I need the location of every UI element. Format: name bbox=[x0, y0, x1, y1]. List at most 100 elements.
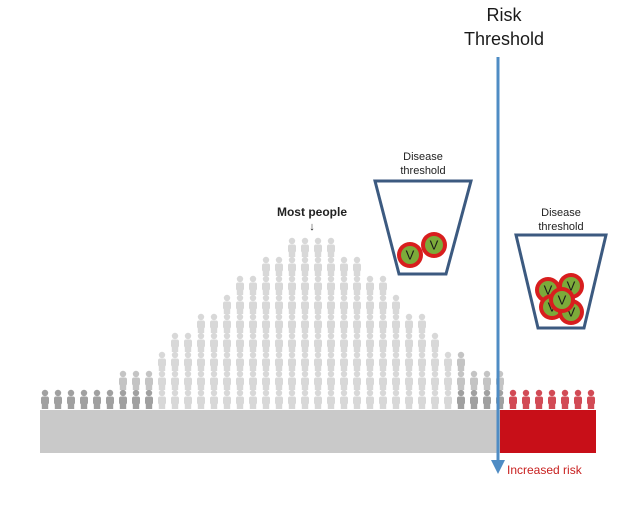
person-icon bbox=[275, 370, 283, 390]
person-icon bbox=[392, 294, 400, 314]
population-base-increased-risk bbox=[500, 410, 596, 453]
person-icon bbox=[275, 389, 283, 409]
person-icon bbox=[327, 351, 335, 371]
person-icon bbox=[275, 351, 283, 371]
person-icon bbox=[353, 294, 361, 314]
person-icon bbox=[223, 294, 231, 314]
person-icon bbox=[249, 370, 257, 390]
person-icon bbox=[314, 275, 322, 295]
person-icon bbox=[379, 351, 387, 371]
person-icon bbox=[158, 370, 166, 390]
person-icon bbox=[561, 389, 569, 409]
person-icon bbox=[379, 294, 387, 314]
person-icon bbox=[444, 351, 452, 371]
person-icon bbox=[145, 370, 153, 390]
person-icon bbox=[327, 256, 335, 276]
person-icon bbox=[132, 370, 140, 390]
person-icon bbox=[184, 370, 192, 390]
person-icon bbox=[158, 351, 166, 371]
person-icon bbox=[483, 370, 491, 390]
person-icon bbox=[340, 275, 348, 295]
person-icon bbox=[314, 294, 322, 314]
person-icon bbox=[366, 313, 374, 333]
person-icon bbox=[210, 313, 218, 333]
person-icon bbox=[301, 351, 309, 371]
person-icon bbox=[262, 275, 270, 295]
person-icon bbox=[405, 370, 413, 390]
svg-text:V: V bbox=[567, 279, 576, 294]
risk-threshold-label: Risk Threshold bbox=[452, 3, 556, 51]
person-icon bbox=[405, 351, 413, 371]
person-icon bbox=[119, 370, 127, 390]
cup-2-label-line1: Disease bbox=[541, 207, 581, 219]
person-icon bbox=[405, 313, 413, 333]
person-icon bbox=[314, 256, 322, 276]
person-icon bbox=[522, 389, 530, 409]
person-icon bbox=[314, 237, 322, 257]
cup-1-label: Disease threshold bbox=[388, 150, 458, 178]
risk-threshold-arrow-icon bbox=[491, 460, 505, 474]
person-icon bbox=[288, 237, 296, 257]
person-icon bbox=[132, 389, 140, 409]
person-icon bbox=[392, 313, 400, 333]
person-icon bbox=[210, 370, 218, 390]
person-icon bbox=[184, 389, 192, 409]
person-icon bbox=[366, 370, 374, 390]
person-icon bbox=[262, 294, 270, 314]
person-icon bbox=[288, 275, 296, 295]
person-icon bbox=[457, 389, 465, 409]
person-icon bbox=[392, 370, 400, 390]
person-icon bbox=[249, 275, 257, 295]
person-icon bbox=[288, 389, 296, 409]
person-icon bbox=[327, 389, 335, 409]
person-icon bbox=[470, 389, 478, 409]
person-icon bbox=[106, 389, 114, 409]
person-icon bbox=[210, 389, 218, 409]
person-icon bbox=[379, 313, 387, 333]
person-icon bbox=[457, 351, 465, 371]
person-icon bbox=[197, 313, 205, 333]
person-icon bbox=[197, 351, 205, 371]
person-icon bbox=[288, 351, 296, 371]
person-icon bbox=[249, 351, 257, 371]
population-base-normal bbox=[40, 410, 500, 453]
person-icon bbox=[353, 389, 361, 409]
person-icon bbox=[353, 313, 361, 333]
person-icon bbox=[327, 237, 335, 257]
person-icon bbox=[431, 351, 439, 371]
person-icon bbox=[249, 294, 257, 314]
person-icon bbox=[262, 351, 270, 371]
person-icon bbox=[379, 332, 387, 352]
person-icon bbox=[236, 294, 244, 314]
risk-threshold-line1: Risk bbox=[486, 5, 522, 25]
person-icon bbox=[171, 332, 179, 352]
risk-threshold-line2: Threshold bbox=[463, 29, 545, 49]
person-icon bbox=[431, 389, 439, 409]
person-icon bbox=[171, 351, 179, 371]
person-icon bbox=[262, 389, 270, 409]
population-figures bbox=[41, 237, 595, 409]
cup-1-label-line2: threshold bbox=[400, 165, 446, 177]
virus-icon: V bbox=[549, 287, 575, 313]
person-icon bbox=[418, 351, 426, 371]
person-icon bbox=[353, 275, 361, 295]
person-icon bbox=[340, 332, 348, 352]
person-icon bbox=[210, 351, 218, 371]
person-icon bbox=[327, 294, 335, 314]
cup-2-label: Disease threshold bbox=[524, 206, 598, 234]
increased-risk-label: Increased risk bbox=[507, 463, 582, 477]
person-icon bbox=[223, 332, 231, 352]
person-icon bbox=[587, 389, 595, 409]
person-icon bbox=[236, 332, 244, 352]
person-icon bbox=[301, 370, 309, 390]
person-icon bbox=[431, 332, 439, 352]
person-icon bbox=[301, 294, 309, 314]
person-icon bbox=[223, 313, 231, 333]
svg-text:V: V bbox=[567, 305, 576, 320]
person-icon bbox=[314, 389, 322, 409]
person-icon bbox=[197, 389, 205, 409]
person-icon bbox=[327, 370, 335, 390]
person-icon bbox=[171, 370, 179, 390]
person-icon bbox=[197, 370, 205, 390]
